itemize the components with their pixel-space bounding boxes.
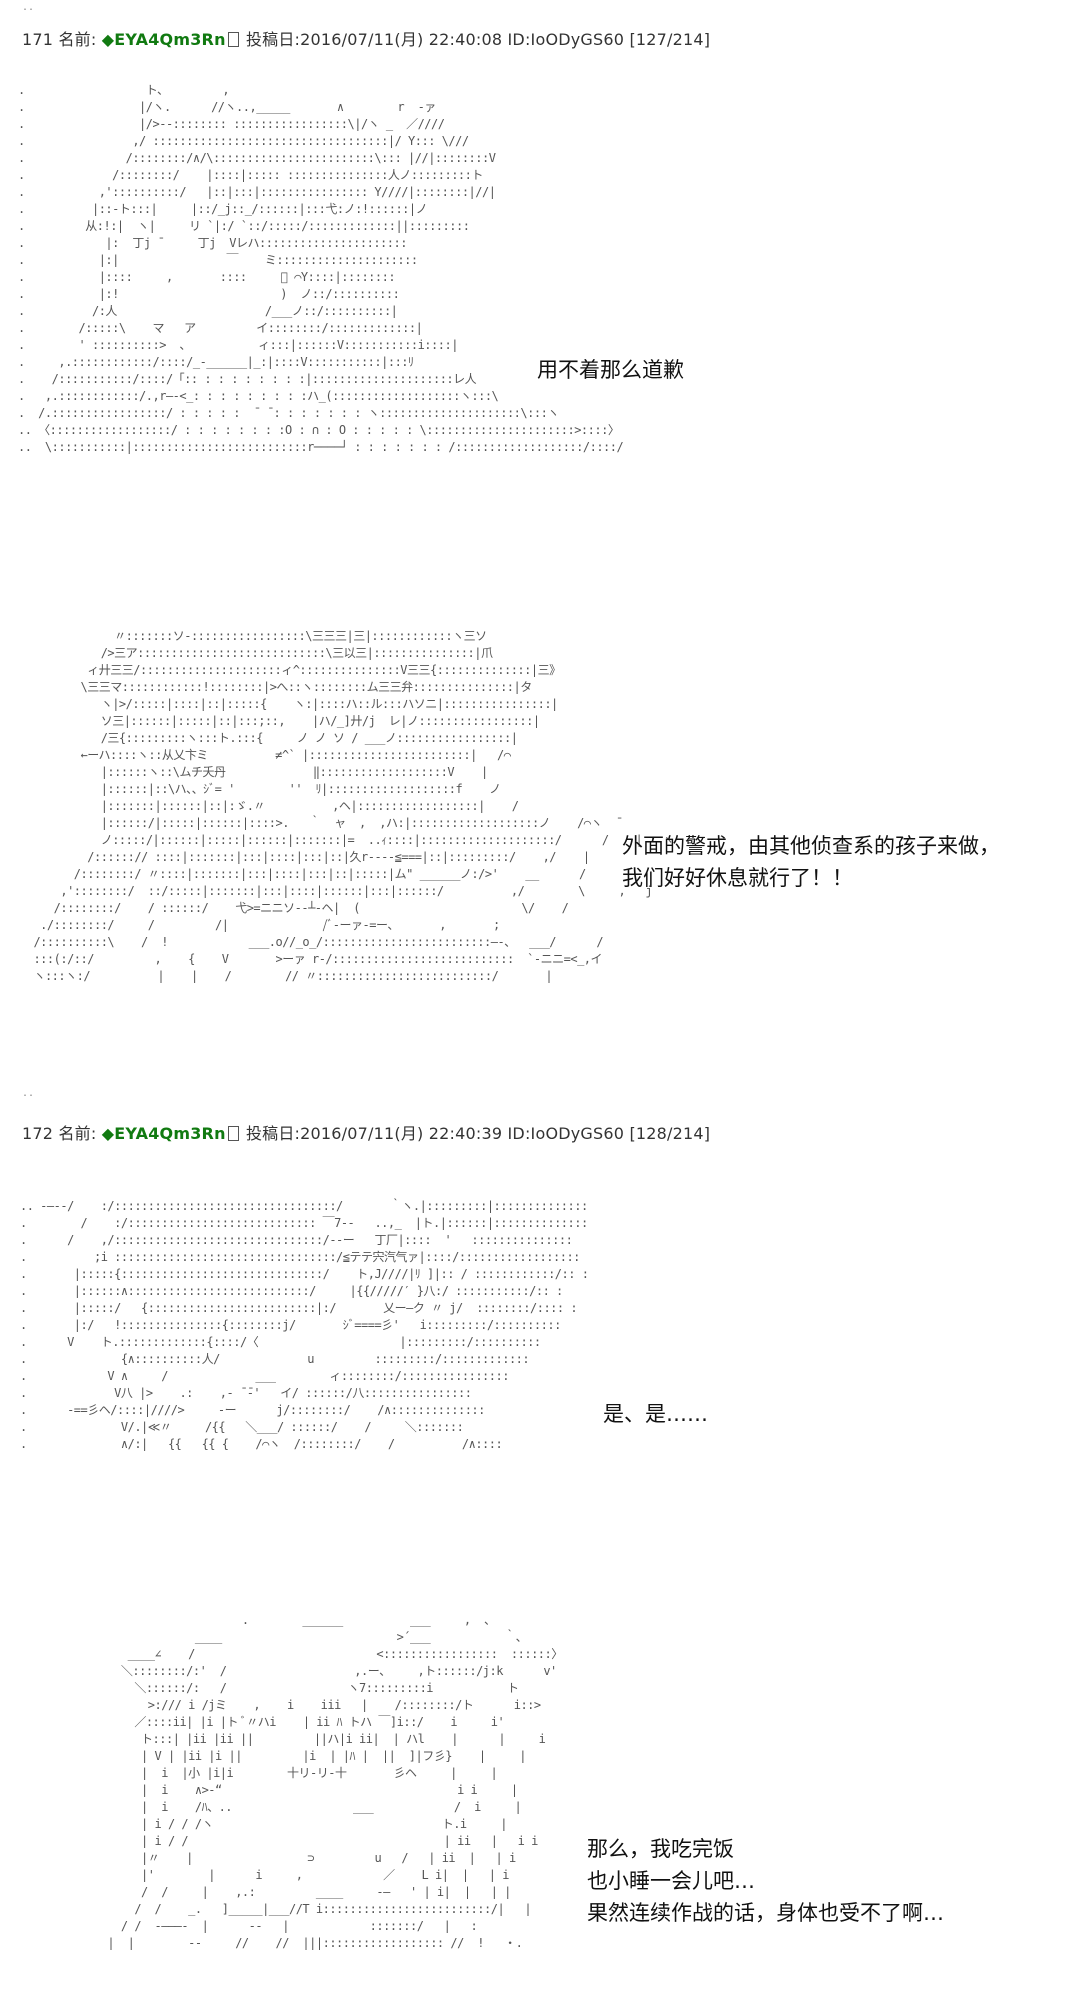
mail-icon [227,32,239,47]
post-datetime: 2016/07/11(月) 22:40:08 [300,30,503,49]
poster-id: ID:IoODyGS60 [507,30,625,49]
poster-id: ID:IoODyGS60 [507,1124,625,1143]
speech-line: 那么，我吃完饭 [587,1837,734,1861]
ascii-art-girl-1: . ト、 , . |/ヽ. //ヽ..,_____ ∧ r -ァ . |/>-‐… [18,83,624,454]
ascii-art-girl-4: . ______ ___ , 、 ____ >´___ ｀、 ____∠ / <… [107,1613,563,1950]
post-counter: [127/214] [629,30,711,49]
post-number: 172 [22,1124,54,1143]
poster-trip[interactable]: ◆EYA4Qm3Rn [101,30,226,49]
ascii-art-girl-2: 〃:::::::ソ-:::::::::::::::::\三三三|三|::::::… [33,629,674,983]
speech-text-3: 是、是…… [603,1398,708,1430]
name-label: 名前: [58,1124,97,1143]
mail-icon [227,1126,239,1141]
post-datetime: 2016/07/11(月) 22:40:39 [300,1124,503,1143]
speech-line: 果然连续作战的话，身体也受不了啊… [587,1901,944,1925]
poster-trip[interactable]: ◆EYA4Qm3Rn [101,1124,226,1143]
speech-line: 外面的警戒，由其他侦查系的孩子来做， [622,834,1000,858]
ascii-art-girl-3: .. ‐―‐‐/ :/:::::::::::::::::::::::::::::… [20,1199,589,1451]
separator-dots: .. [22,1088,35,1099]
speech-text-2: 外面的警戒，由其他侦查系的孩子来做， 我们好好休息就行了！！ [622,830,1000,894]
speech-line: 我们好好休息就行了！！ [622,866,853,890]
date-label: 投稿日: [245,30,301,49]
separator-dots: .. [22,2,35,13]
speech-line: 是、是…… [603,1402,708,1426]
speech-text-1: 用不着那么道歉 [537,354,684,386]
post-header-172: 172 名前: ◆EYA4Qm3Rn 投稿日:2016/07/11(月) 22:… [22,1120,710,1144]
name-label: 名前: [58,30,97,49]
speech-text-4: 那么，我吃完饭 也小睡一会儿吧… 果然连续作战的话，身体也受不了啊… [587,1833,944,1929]
post-number: 171 [22,30,54,49]
date-label: 投稿日: [245,1124,301,1143]
speech-line: 也小睡一会儿吧… [587,1869,755,1893]
post-counter: [128/214] [629,1124,711,1143]
post-header-171: 171 名前: ◆EYA4Qm3Rn 投稿日:2016/07/11(月) 22:… [22,26,710,50]
speech-line: 用不着那么道歉 [537,358,684,382]
